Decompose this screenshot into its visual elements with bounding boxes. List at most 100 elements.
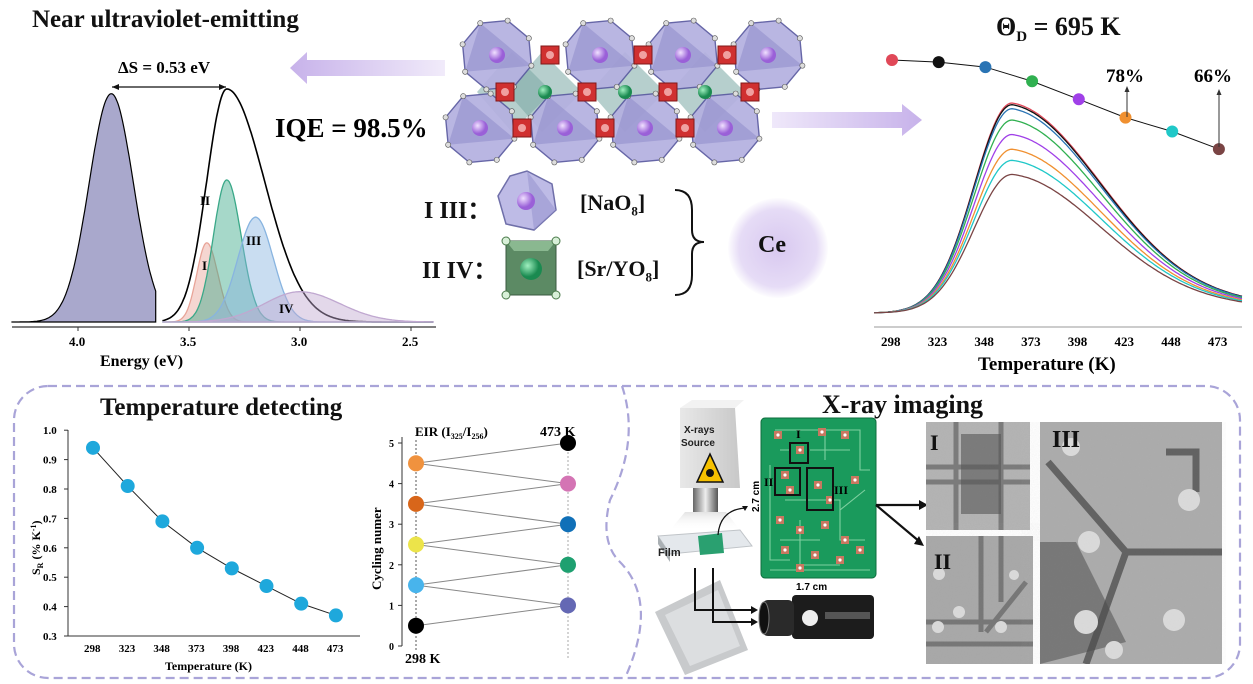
xray-images: I II III — [926, 422, 1222, 664]
nao8-formula: [NaO8] — [580, 190, 645, 219]
xray-imaging-title: X-ray imaging — [822, 390, 984, 419]
nao8-polyhedron-icon — [497, 170, 557, 231]
radiation-icon — [695, 452, 725, 483]
energy-axis-label: Energy (eV) — [100, 353, 183, 370]
sr-y-atom — [583, 88, 591, 96]
panel-divider — [605, 385, 642, 679]
na-atom — [717, 120, 733, 136]
pcb-hole — [843, 538, 847, 542]
oxygen-atom — [748, 20, 755, 27]
right-arrow-icon — [772, 104, 922, 136]
oxygen-atom — [753, 108, 760, 115]
pcb-hole — [776, 433, 780, 437]
oxygen-atom — [610, 141, 617, 148]
height-label: 2.7 cm — [751, 481, 762, 512]
sr-y-atom — [723, 51, 731, 59]
crystal-structure — [442, 17, 806, 166]
pcb-trace — [839, 489, 866, 511]
oxygen-atom — [551, 159, 558, 166]
temperature-detecting-title: Temperature detecting — [100, 394, 343, 421]
pcb-hole — [798, 566, 802, 570]
sr-x-tick-label: 373 — [188, 643, 205, 655]
pcb-hole — [813, 553, 817, 557]
arrowhead-66 — [1216, 89, 1222, 95]
na-atom — [760, 47, 776, 63]
emission-curve-448 — [873, 159, 1243, 314]
sr-point-298 — [86, 440, 100, 455]
energy-tick-label: 2.5 — [402, 334, 419, 349]
oxygen-atom — [593, 108, 600, 115]
oxygen-atom — [504, 17, 511, 24]
pcb-hole — [828, 498, 832, 502]
eir-473k-point — [560, 435, 576, 451]
nao8-close: ] — [637, 190, 646, 215]
temperature-tick-label: 348 — [974, 334, 994, 349]
oxygen-atom — [663, 20, 670, 27]
intensity-dot-473 — [1212, 143, 1225, 156]
oxygen-atom — [781, 83, 788, 90]
xray-label-ii: II — [934, 549, 951, 574]
oxygen-atom — [690, 141, 697, 148]
pcb-trace — [775, 429, 870, 471]
region-box-i — [789, 442, 809, 464]
cycle-link — [415, 483, 569, 505]
oxygen-atom — [613, 83, 620, 90]
oxygen-atom — [756, 135, 763, 142]
pcb-hole — [858, 548, 862, 552]
emission-curve-423 — [873, 148, 1243, 314]
pcb-board: I II III 2.7 cm 1.7 cm — [751, 417, 877, 593]
brace-icon — [674, 189, 705, 296]
oxygen-atom — [607, 17, 614, 24]
pcb-trace — [769, 465, 790, 561]
region-box-ii — [774, 467, 801, 496]
site-1-label: I III： — [424, 198, 492, 224]
sr-y-tick-label: 0.7 — [43, 513, 57, 525]
oxygen-atom — [466, 159, 473, 166]
pcb-label-ii: II — [764, 475, 774, 489]
sryo8-sub: 8 — [645, 269, 652, 285]
sryo8-close: ] — [651, 256, 660, 281]
eir-298k-point — [408, 577, 424, 594]
ce-label: Ce — [758, 232, 786, 258]
temperature-tick-label: 298 — [881, 334, 901, 349]
green-atom — [538, 85, 552, 99]
intensity-dot-348 — [979, 61, 992, 74]
pcb-hole — [778, 518, 782, 522]
emission-curve-348 — [874, 108, 1243, 314]
pcb-hole — [823, 523, 827, 527]
sr-point-448 — [294, 596, 309, 611]
oxygen-atom — [775, 17, 782, 24]
xray-image-iii: III — [1040, 422, 1222, 664]
na-atom — [489, 47, 505, 63]
temperature-tick-label: 448 — [1161, 334, 1181, 349]
film-label: Film — [658, 547, 681, 559]
pcb-label-iii: III — [834, 483, 848, 497]
detector-plate — [655, 580, 748, 675]
intensity-dot-323 — [932, 56, 945, 69]
sryo8-formula: [Sr/YO8] — [577, 256, 659, 285]
component-label-i: I — [202, 258, 207, 273]
pcb-hole — [816, 483, 820, 487]
cycling-tick-label: 2 — [389, 561, 394, 572]
film-plate: Film — [657, 506, 753, 562]
delta-s-label: ΔS = 0.53 eV — [118, 58, 211, 77]
cycle-link — [415, 564, 569, 586]
oxygen-atom — [462, 68, 469, 75]
eir-473k-point — [560, 556, 576, 573]
pcb-hole — [820, 430, 824, 434]
spectrum-iv-area — [162, 291, 434, 323]
sr-y-atom — [501, 88, 509, 96]
intensity-trend-line — [891, 59, 1220, 150]
pcb-hole — [798, 528, 802, 532]
pcb-trace — [785, 499, 865, 541]
oxygen-atom — [652, 90, 659, 97]
temperature-tick-label: 473 — [1208, 334, 1228, 349]
pcb-hole — [798, 448, 802, 452]
arrowhead-78 — [1124, 86, 1130, 92]
sr-point-323 — [120, 479, 135, 494]
temperature-tick-label: 373 — [1021, 334, 1041, 349]
nao8-sub: 8 — [631, 203, 638, 219]
oxygen-atom — [460, 93, 467, 100]
